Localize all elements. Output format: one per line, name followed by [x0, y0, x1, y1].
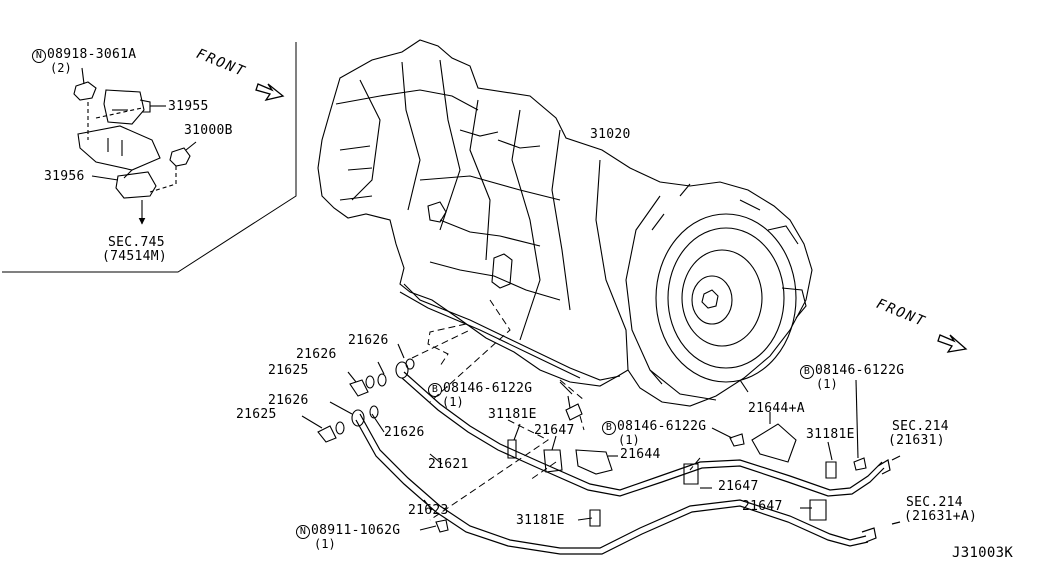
section-ref-745: (74514M) [102, 249, 168, 264]
b-circle-icon: B [428, 383, 442, 397]
cooler-tubes [355, 371, 901, 555]
part-label-31181E-a: 31181E [488, 407, 537, 422]
transmission-illustration [317, 39, 813, 407]
part-label-31181E-b: 31181E [806, 427, 855, 442]
mount-bracket-illustration [73, 67, 197, 225]
part-label-31956: 31956 [44, 169, 85, 184]
part-label-31000B: 31000B [184, 123, 233, 138]
part-label-21623: 21623 [408, 503, 449, 518]
fastener-qty-08918: (2) [50, 61, 72, 75]
section-ref-214-a: (21631) [888, 433, 945, 448]
part-label-31020: 31020 [590, 127, 631, 142]
part-label-21647-c: 21647 [742, 499, 783, 514]
part-label-21644A: 21644+A [748, 401, 805, 416]
part-label-21647-b: 21647 [718, 479, 759, 494]
n-circle-icon: N [32, 49, 46, 63]
dashed-guides [411, 299, 701, 521]
front-arrow-icon [255, 83, 968, 353]
fastener-qty-08146-b: (1) [618, 433, 640, 447]
b-circle-icon: B [800, 365, 814, 379]
part-label-21626-b: 21626 [296, 347, 337, 362]
part-label-31955: 31955 [168, 99, 209, 114]
part-label-21625-a: 21625 [268, 363, 309, 378]
n-circle-icon: N [296, 525, 310, 539]
section-label-745: SEC.745 [108, 235, 165, 250]
inset-frame [2, 42, 297, 273]
fastener-qty-08146-c: (1) [816, 377, 838, 391]
diagram-id-code: J31003K [952, 545, 1014, 561]
small-components [301, 343, 867, 533]
section-label-214-b: SEC.214 [906, 495, 963, 510]
section-ref-214-b: (21631+A) [904, 509, 978, 524]
part-label-21621: 21621 [428, 457, 469, 472]
b-circle-icon: B [602, 421, 616, 435]
part-label-31181E-c: 31181E [516, 513, 565, 528]
part-label-21644: 21644 [620, 447, 661, 462]
part-label-21625-b: 21625 [236, 407, 277, 422]
fastener-qty-08146-a: (1) [442, 395, 464, 409]
part-label-21626-c: 21626 [268, 393, 309, 408]
part-label-21626-d: 21626 [384, 425, 425, 440]
part-label-21647-a: 21647 [534, 423, 575, 438]
section-label-214-a: SEC.214 [892, 419, 949, 434]
part-label-21626-a: 21626 [348, 333, 389, 348]
fastener-qty-08911: (1) [314, 537, 336, 551]
